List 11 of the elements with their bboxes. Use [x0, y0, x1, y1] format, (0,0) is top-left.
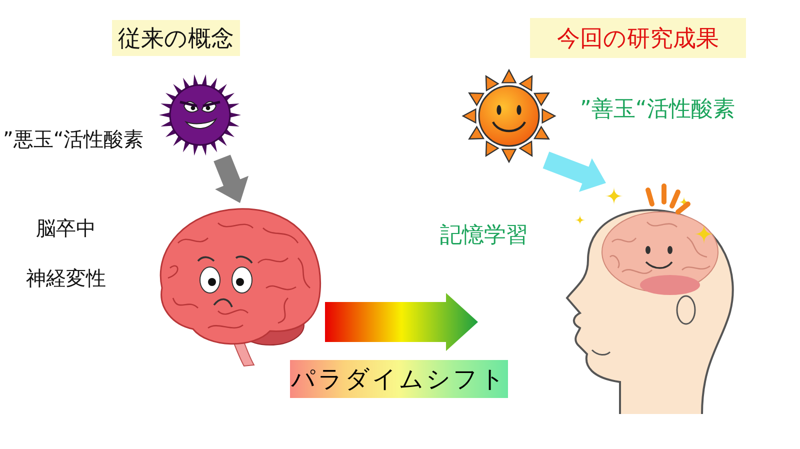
arrow — [325, 293, 478, 351]
side-label: 脳卒中 — [36, 215, 96, 242]
heading-box: 今回の研究成果 — [530, 18, 746, 58]
edge-label: パラダイムシフト — [290, 360, 508, 398]
arrow — [542, 152, 606, 192]
side-label: ”悪玉“活性酸素 — [3, 126, 144, 153]
side-label: 記憶学習 — [440, 222, 528, 250]
side-label: ”善玉“活性酸素 — [580, 96, 735, 124]
arrow — [214, 154, 248, 203]
side-label: 神経変性 — [26, 265, 106, 292]
heading-box: 従来の概念 — [112, 20, 240, 56]
